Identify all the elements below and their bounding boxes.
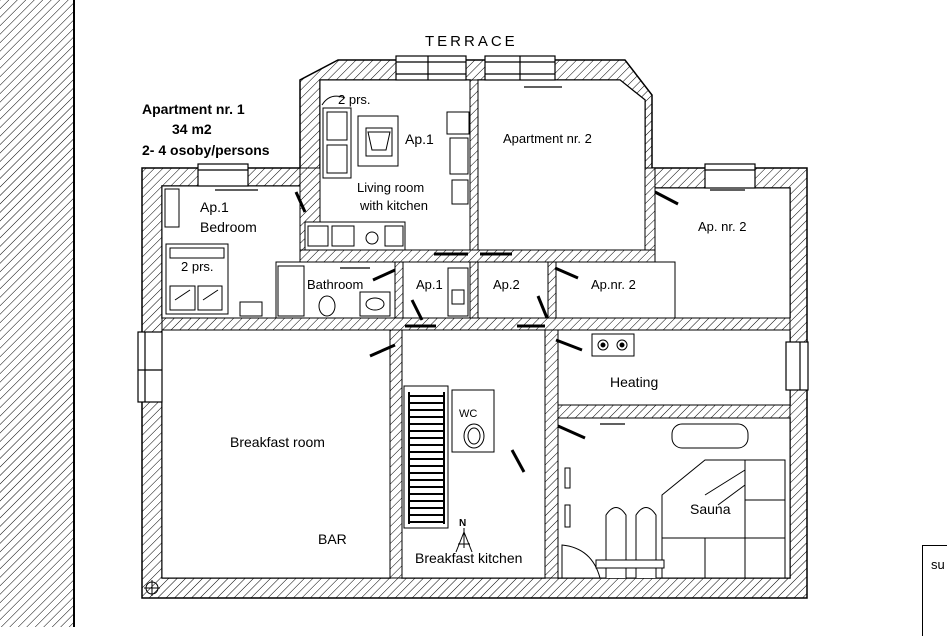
apnr2-hall-area	[555, 261, 676, 319]
wc-fixture	[451, 389, 495, 453]
terrace-label: TERRACE	[425, 33, 518, 50]
north-label: N	[459, 518, 466, 529]
apartment2-area	[477, 79, 646, 251]
ap1-hall-label: Ap.1	[416, 277, 443, 292]
living-furniture	[304, 95, 470, 251]
heating-boiler	[591, 333, 635, 357]
sauna-label: Sauna	[690, 501, 731, 517]
interior-walls	[161, 79, 791, 579]
stair-steps	[409, 395, 444, 523]
ap-nr2-area	[654, 187, 791, 319]
bedroom-furniture	[164, 188, 263, 317]
bathroom-label: Bathroom	[307, 277, 363, 292]
bedroom-ap1-label: Ap.1	[200, 199, 229, 215]
bedroom-label: Bedroom	[200, 219, 257, 235]
bed-persons-label: 2 prs.	[181, 259, 214, 274]
living-persons-label: 2 prs.	[338, 92, 371, 107]
apartment-area: 34 m2	[172, 121, 212, 137]
breakfast-room-area	[161, 329, 391, 579]
doors	[294, 190, 679, 473]
breakfast-kitchen-label: Breakfast kitchen	[415, 550, 522, 566]
apartment-capacity: 2- 4 osoby/persons	[142, 142, 270, 158]
heating-label: Heating	[610, 374, 658, 390]
living-room-label: Living room	[357, 180, 424, 195]
apartment2-label: Apartment nr. 2	[503, 131, 592, 146]
ap2-hall-area	[477, 261, 549, 319]
ap-nr2-label: Ap. nr. 2	[698, 219, 746, 234]
left-border-strip	[0, 0, 74, 627]
corner-marker-icon	[144, 580, 160, 596]
ap2-hall-label: Ap.2	[493, 277, 520, 292]
side-panel-text: su	[931, 557, 945, 572]
bar-label: BAR	[318, 531, 347, 547]
breakfast-kitchen-area	[401, 329, 546, 579]
windows	[137, 55, 809, 425]
side-panel: su	[922, 545, 947, 636]
breakfast-room-label: Breakfast room	[230, 434, 325, 450]
wc-label: WC	[459, 408, 477, 420]
bathroom-fixtures	[277, 265, 469, 317]
with-kitchen-label: with kitchen	[359, 198, 428, 213]
north-arrow	[455, 528, 473, 553]
apnr2-hall-label: Ap.nr. 2	[591, 277, 636, 292]
sauna-fixtures	[561, 423, 786, 579]
apartment-title: Apartment nr. 1	[142, 101, 245, 117]
living-ap1-label: Ap.1	[405, 131, 434, 147]
